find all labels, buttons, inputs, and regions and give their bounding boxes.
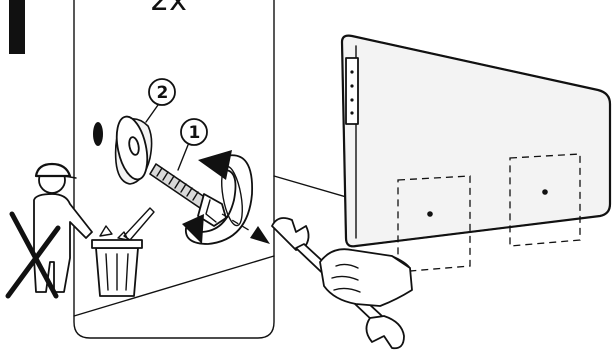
callout-leader-bolt	[178, 145, 188, 170]
callout-number-washer: 2	[157, 83, 169, 103]
callout-leader-washer	[146, 105, 158, 122]
step-marker-bar	[9, 0, 25, 54]
bolt-icon	[150, 164, 226, 226]
callout-number-bolt: 1	[189, 123, 201, 143]
spacer-oval	[93, 122, 103, 146]
quantity-label: 2x	[150, 0, 187, 18]
insert-direction-arrow	[250, 226, 270, 244]
washer-icon	[112, 114, 153, 184]
tv-back-panel-icon	[342, 36, 610, 247]
